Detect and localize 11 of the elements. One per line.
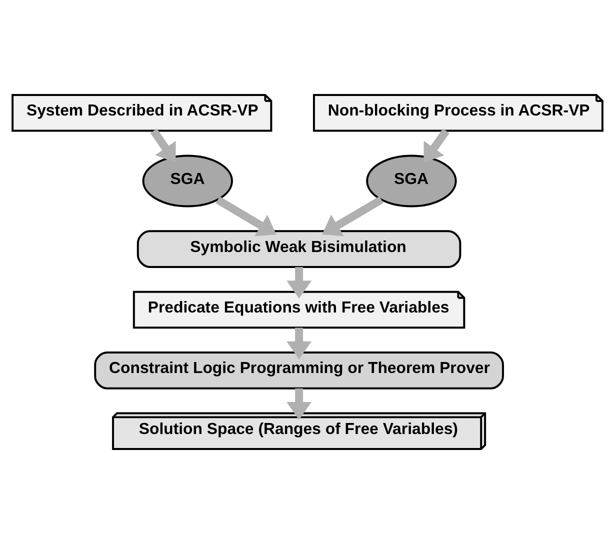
arrow [424, 128, 450, 162]
node-box: Constraint Logic Programming or Theorem Prover [94, 351, 504, 389]
arrow [286, 327, 312, 359]
arrow [286, 266, 312, 298]
node-box: Symbolic Weak Bisimulation [136, 230, 462, 268]
node-ellipse: SGA [142, 154, 233, 207]
arrow [286, 388, 312, 420]
arrow [216, 196, 276, 236]
arrow [150, 128, 176, 162]
node-ellipse: SGA [366, 154, 457, 207]
arrow [322, 196, 384, 236]
